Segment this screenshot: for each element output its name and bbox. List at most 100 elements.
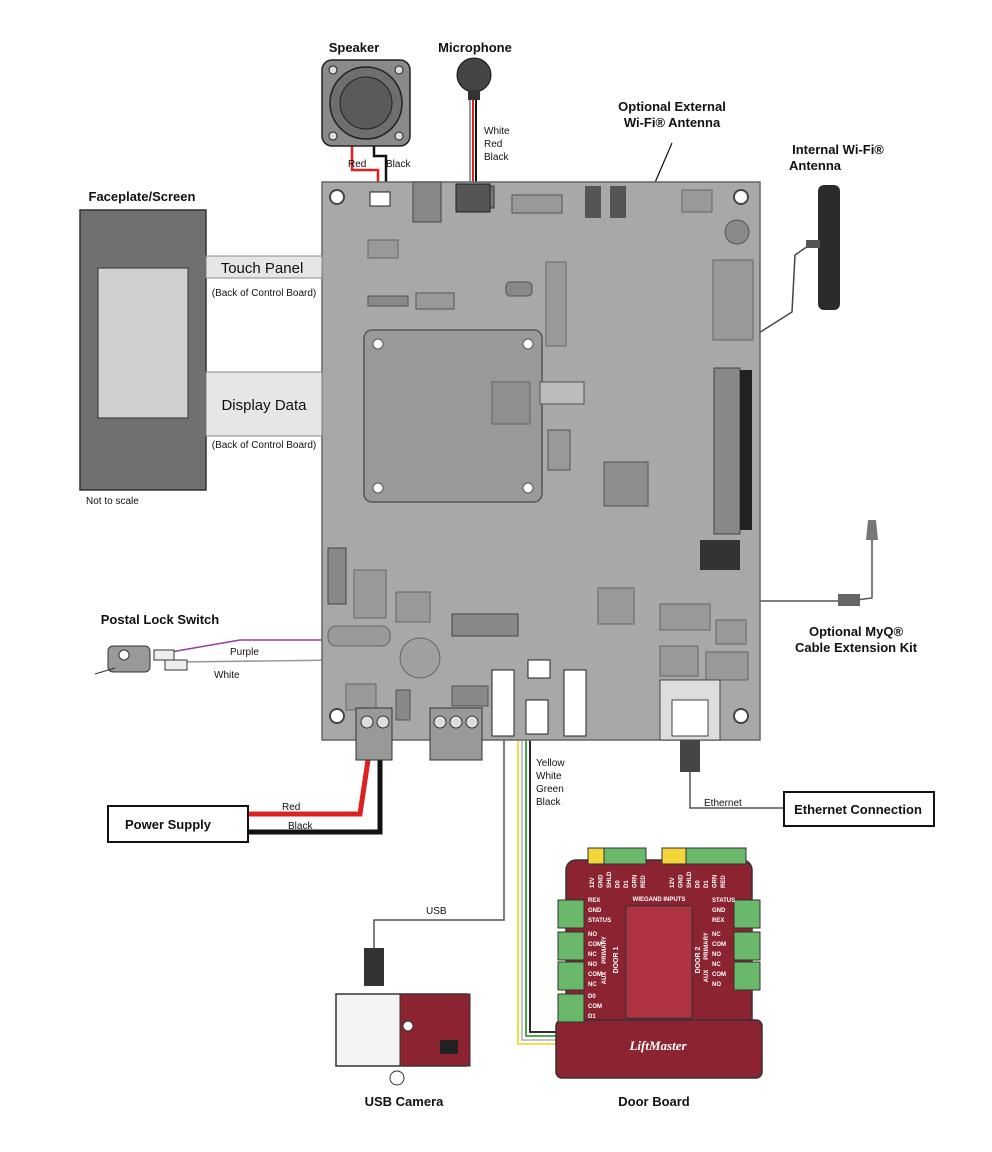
door1-status: STATUS [588,918,611,924]
usb-camera-label: USB Camera [365,1094,445,1109]
door-black-wire [529,740,557,1033]
door-yellow-label: Yellow [536,758,565,769]
door2-label: DOOR 2 [695,946,702,973]
top-pin-label: GND [679,874,685,888]
display-data-label: Display Data [221,397,307,414]
power-black-wire [248,760,383,835]
internal-antenna-label: Internal Wi-Fi® [792,142,884,157]
door1-d1: D1 [588,1014,596,1020]
usb-wire [373,740,505,950]
power-red-label: Red [282,802,300,813]
door1-nc: NC [588,952,597,958]
microphone [456,57,492,100]
top-pin-label: GRN [713,875,719,888]
door2-aux: AUX [704,970,710,983]
door2-primary: PRIMARY [704,932,710,959]
top-pin-label: SHLD [607,871,613,888]
top-pin-label: SHLD [687,871,693,888]
myq-kit-label-2: Cable Extension Kit [795,640,918,655]
door2-no: NO [712,952,721,958]
top-pin-label: D0 [616,880,622,888]
speaker-label: Speaker [329,40,380,55]
door2-aux-com: COM [712,972,726,978]
usb-camera [335,948,471,1086]
postal-lock-label: Postal Lock Switch [101,612,220,627]
faceplate-screen [79,209,207,491]
ethernet-wire [689,770,784,809]
ethernet-connection [783,791,935,827]
postal-lock-switch [94,645,188,675]
display-data-note: (Back of Control Board) [212,440,317,451]
speaker-red-label: Red [348,159,366,170]
door-green-label: Green [536,784,564,795]
door-board [555,847,763,1079]
door2-com: COM [712,942,726,948]
mic-red-label: Red [484,139,502,150]
power-supply-label: Power Supply [125,817,212,832]
wiegand-label: WIEGAND INPUTS [633,897,686,903]
door1-gnd: GND [588,908,602,914]
mic-black-label: Black [484,152,509,163]
top-pin-label: D0 [696,880,702,888]
top-pin-label: RED [641,875,647,888]
door1-no: NO [588,932,597,938]
control-board [321,181,878,772]
door1-rex: REX [588,898,600,904]
speaker-black-wire [372,144,388,196]
door1-aux-nc: NC [588,982,597,988]
door1-aux: AUX [602,972,608,985]
faceplate-label: Faceplate/Screen [89,189,196,204]
top-pin-label: D1 [624,880,630,888]
ethernet-label: Ethernet [704,798,742,809]
display-data-ribbon [205,371,323,437]
microphone-label: Microphone [438,40,512,55]
door2-aux-nc: NC [712,962,721,968]
usb-label: USB [426,906,447,917]
door-green-wire [525,740,557,1037]
door1-com: COM [588,942,602,948]
speaker [321,59,411,147]
door2-nc: NC [712,932,721,938]
door2-aux-no: NO [712,982,721,988]
power-black-label: Black [288,821,313,832]
door-yellow-wire [517,740,557,1045]
door2-status: STATUS [712,898,735,904]
mic-white-label: White [484,126,510,137]
door2-rex: REX [712,918,724,924]
door-white-wire [521,740,557,1041]
top-pin-label: D1 [704,880,710,888]
door-black-label: Black [536,797,561,808]
touch-panel-label: Touch Panel [221,260,304,277]
door1-d0-com: COM [588,1004,602,1010]
myq-kit-label: Optional MyQ® [809,624,904,639]
speaker-black-label: Black [386,159,411,170]
lock-purple-label: Purple [230,647,259,658]
internal-antenna-label-2: Antenna [789,158,842,173]
top-pin-label: 12V [590,877,596,888]
door1-aux-no: NO [588,962,597,968]
door1-aux-com: COM [588,972,602,978]
top-pin-label: GRN [633,875,639,888]
door2-gnd: GND [712,908,726,914]
liftmaster-logo: LiftMaster [628,1038,687,1053]
internal-antenna [806,185,840,310]
lock-white-label: White [214,670,240,681]
top-pin-label: RED [721,875,727,888]
not-to-scale-label: Not to scale [86,496,139,507]
door1-label: DOOR 1 [613,946,620,973]
door-white-label: White [536,771,562,782]
power-red-wire [248,759,371,817]
top-pin-label: GND [599,874,605,888]
door-board-label: Door Board [618,1094,690,1109]
door1-d0: D0 [588,994,596,1000]
external-antenna-label-2: Wi-Fi® Antenna [624,115,721,130]
door1-primary: PRIMARY [602,936,608,963]
top-pin-label: 12V [670,877,676,888]
touch-panel-note: (Back of Control Board) [212,288,317,299]
touch-panel-ribbon [205,255,323,279]
ethernet-connection-label: Ethernet Connection [794,802,922,817]
external-antenna-label: Optional External [618,99,726,114]
